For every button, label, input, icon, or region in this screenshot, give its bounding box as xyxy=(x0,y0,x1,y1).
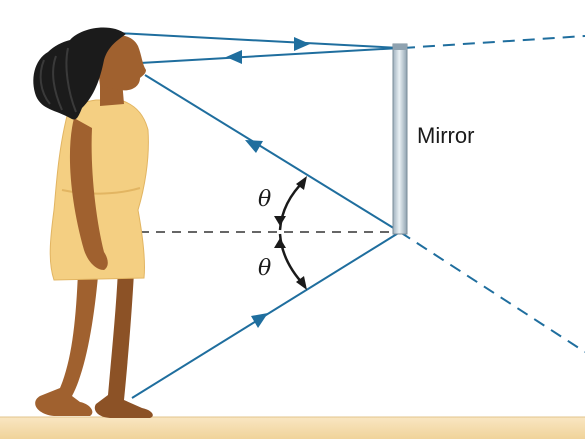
dress-waist xyxy=(61,187,141,195)
ray-top-incident xyxy=(97,31,401,49)
arrow-right-icon xyxy=(294,37,310,51)
front-leg xyxy=(35,272,98,416)
floor xyxy=(0,417,585,439)
arc-arrow-icon xyxy=(296,276,307,290)
woman-figure xyxy=(33,27,153,418)
angle-arrowheads xyxy=(274,176,307,290)
ray-top-reflected xyxy=(139,47,401,64)
arrow-up-right-icon xyxy=(251,313,268,328)
light-rays xyxy=(97,31,401,399)
angle-arcs xyxy=(278,179,306,287)
virtual-ray-bottom xyxy=(399,231,585,353)
mirror-icon xyxy=(392,43,408,235)
angle-label-bottom: θ xyxy=(258,256,271,281)
ray-bottom-reflected xyxy=(144,74,401,233)
arc-arrow-icon xyxy=(274,238,286,248)
mirror xyxy=(392,43,408,235)
arrow-left-icon xyxy=(226,50,242,64)
arc-arrow-icon xyxy=(296,176,307,190)
arm xyxy=(69,118,108,270)
mirror-label: Mirror xyxy=(417,123,474,148)
mirror-top-cap xyxy=(393,44,407,50)
angle-label-top: θ xyxy=(258,187,271,212)
arc-arrow-icon xyxy=(274,216,286,226)
hair-strands xyxy=(39,47,77,113)
back-leg xyxy=(94,270,153,418)
arrow-up-left-icon xyxy=(245,140,263,153)
virtual-ray-top xyxy=(402,35,585,49)
ray-arrowheads xyxy=(226,37,310,328)
